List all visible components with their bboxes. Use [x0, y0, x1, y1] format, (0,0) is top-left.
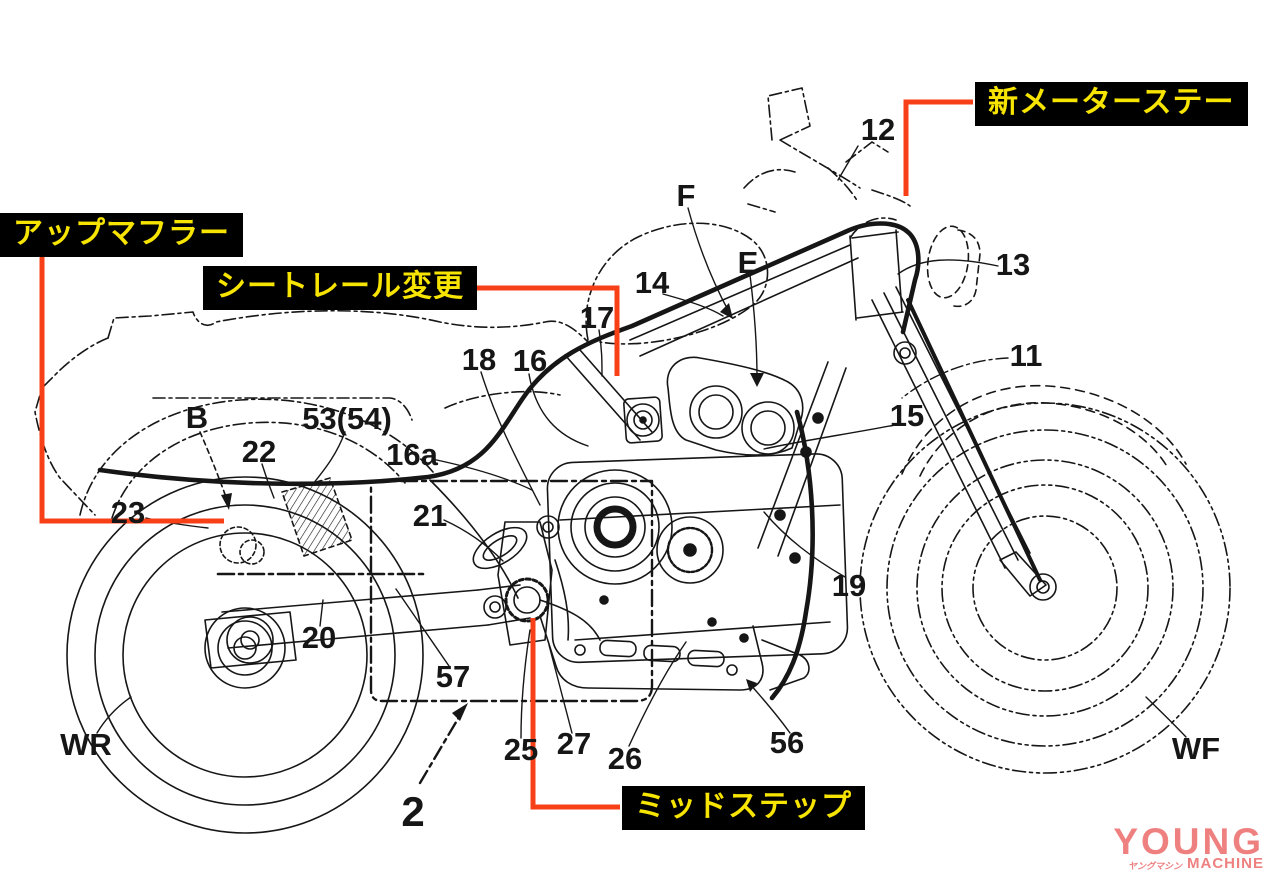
logo-young-text: YOUNG [1113, 821, 1264, 863]
new-meter-stay-leader [903, 99, 973, 196]
part-label-26: 26 [607, 741, 643, 776]
part-label-18: 18 [461, 342, 497, 377]
front-fork [849, 229, 1047, 597]
seat-rail-change-leader [455, 285, 620, 376]
part-label-23: 23 [110, 495, 146, 530]
part-label-25: 25 [503, 732, 539, 767]
part-label-15: 15 [889, 398, 925, 433]
headlight [926, 225, 981, 308]
callout-leader-lines [39, 99, 973, 810]
engine [546, 356, 849, 664]
part-label-WF: WF [1171, 731, 1221, 766]
up-muffler-leader [39, 256, 224, 524]
part-label-14: 14 [634, 265, 670, 300]
leader-lines [96, 145, 1187, 747]
region-2-box [369, 479, 654, 703]
part-label-16: 16 [512, 343, 548, 378]
figure-number-2: 2 [401, 788, 425, 835]
part-label-57: 57 [435, 659, 471, 694]
part-label-56: 56 [769, 725, 805, 760]
part-label-12: 12 [860, 112, 896, 147]
rear-wheel [66, 476, 424, 834]
logo-machine-text: MACHINE [1187, 854, 1264, 872]
skid-plate [539, 615, 810, 691]
part-label-11: 11 [1009, 338, 1043, 373]
callout-new-meter-stay: 新メーターステー [975, 82, 1248, 126]
logo-katakana-text: ヤングマシン [1127, 860, 1182, 871]
front-fender [901, 384, 1187, 477]
frame-thick-lines [97, 221, 921, 701]
mid-step-leader [530, 618, 620, 810]
young-machine-logo: YOUNG ヤングマシン MACHINE [1113, 821, 1264, 872]
figure-2-arrow [418, 703, 468, 785]
mid-step-parts [472, 515, 601, 646]
front-wheel [859, 402, 1231, 774]
part-label-20: 20 [301, 620, 337, 655]
callout-mid-step: ミッドステップ [622, 786, 865, 830]
part-label-22: 22 [241, 434, 277, 469]
part-label-F: F [676, 178, 696, 213]
pointer-arrows [199, 207, 791, 734]
part-label-53-54: 53(54) [302, 401, 392, 436]
part-label-27: 27 [556, 726, 592, 761]
part-label-17: 17 [579, 300, 615, 335]
rear-body-phantom [34, 309, 589, 519]
part-label-13: 13 [995, 247, 1031, 282]
part-label-16a: 16a [386, 437, 438, 472]
callout-seat-rail-change: シートレール変更 [203, 266, 477, 310]
part-label-E: E [737, 245, 759, 280]
callout-up-muffler: アップマフラー [0, 213, 243, 257]
handlebar-phantom [743, 87, 911, 239]
frame-thin-lines [429, 244, 859, 599]
fuel-tank-phantom [585, 222, 769, 345]
rear-shock [219, 477, 353, 565]
part-label-19: 19 [831, 568, 867, 603]
part-label-B: B [185, 400, 209, 435]
part-label-21: 21 [412, 498, 448, 533]
part-label-WR: WR [60, 727, 112, 762]
